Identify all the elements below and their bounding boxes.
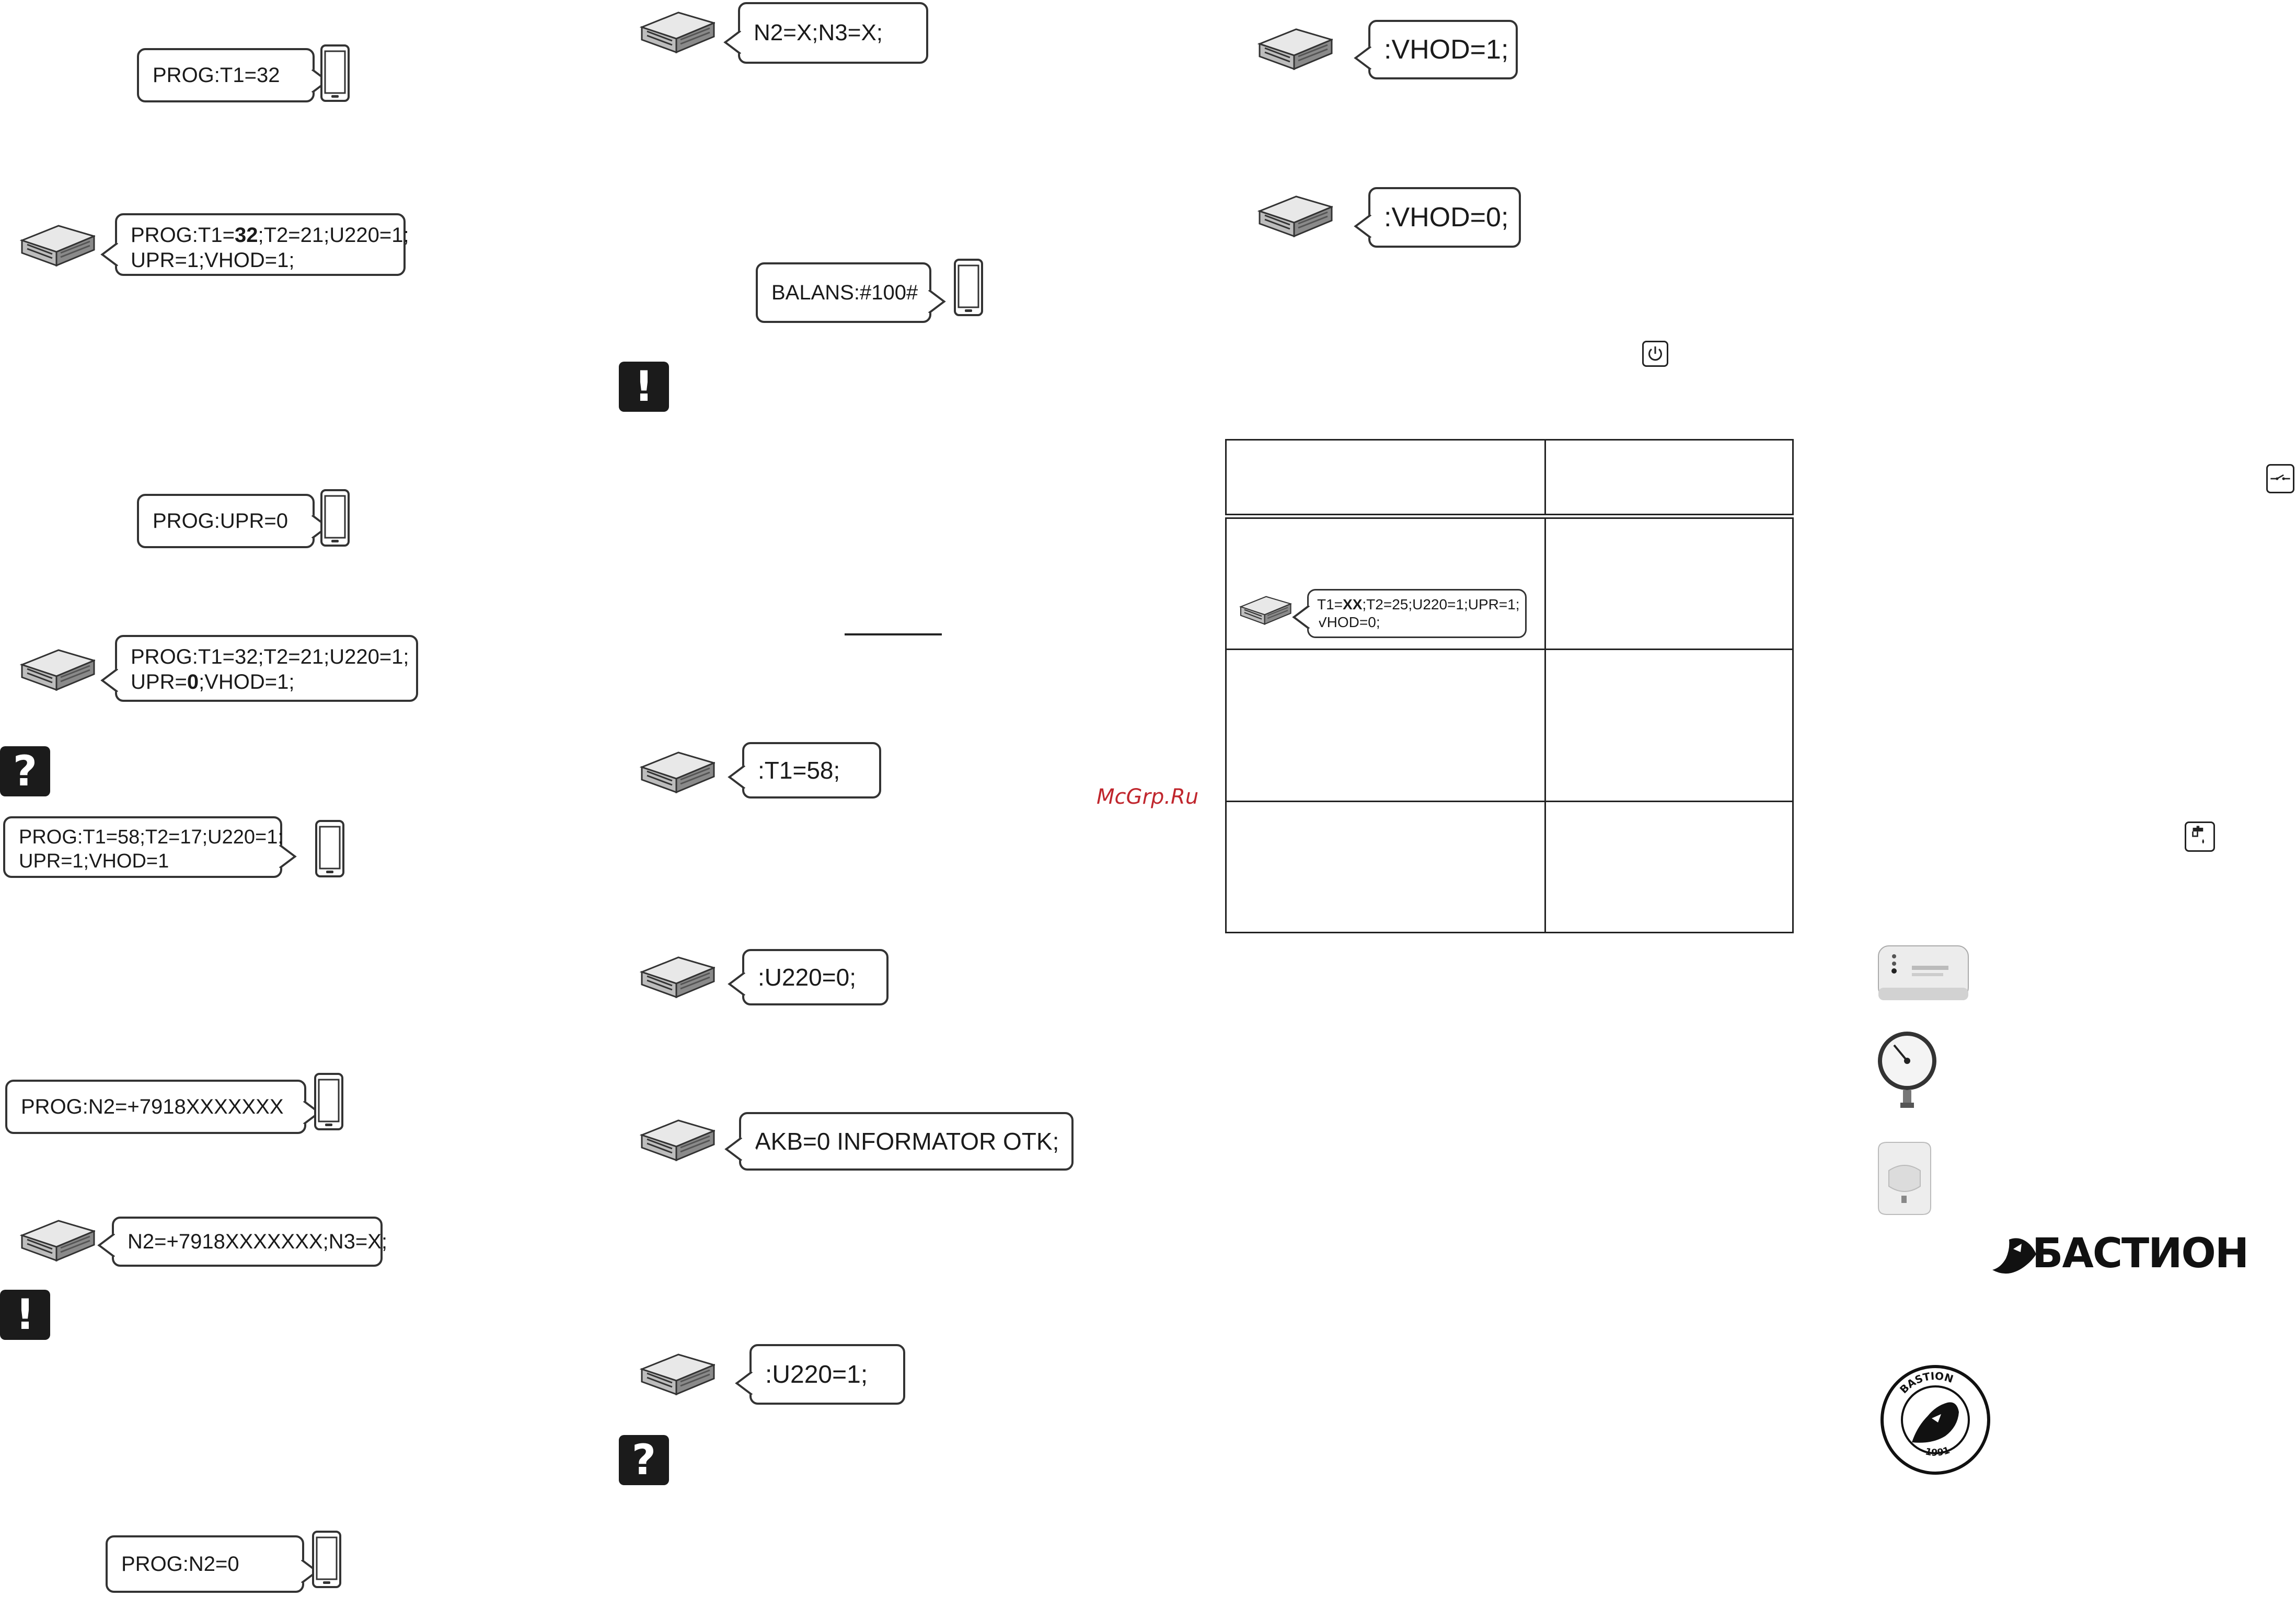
sms-bubble-device-reply: N2=+7918XXXXXXX;N3=X; [112,1217,387,1267]
gsm-module-image [1878,945,1969,1000]
phone-icon [320,489,350,547]
table-row: T1=XX;T2=25;U220=1;UPR=1; VHOD=0; [1225,514,1794,650]
gsm-device-icon [21,1220,95,1262]
alert-icon: ! [0,1290,50,1340]
sms-line: UPR=1;VHOD=1 [19,850,169,872]
sms-text: :VHOD=1; [1384,34,1509,65]
sms-text: AKB=0 INFORMATOR OTK; [755,1128,1059,1155]
table-row [1225,801,1794,933]
sms-text: :U220=0; [758,964,856,991]
pressure-gauge-image [1878,1032,1936,1108]
settings-table: T1=XX;T2=25;U220=1;UPR=1; VHOD=0; [1225,439,1794,933]
table-cell [1225,801,1547,933]
table-cell [1544,514,1794,650]
sms-text: PROG:UPR=0 [153,509,288,533]
sms-line: PROG:T1=32;T2=21;U220=1; [131,224,409,247]
sms-bubble-balans: BALANS:#100# [756,262,931,323]
sms-bubble-prog-upr: PROG:UPR=0 [137,494,315,548]
phone-icon [312,1531,341,1588]
sms-text: PROG:N2=0 [121,1552,239,1576]
phone-icon [314,1073,343,1130]
sms-line: PROG:T1=58;T2=17;U220=1; [19,826,283,848]
sms-bubble-device-reply: T1=XX;T2=25;U220=1;UPR=1; VHOD=0; [1307,589,1527,638]
sms-text: N2=X;N3=X; [754,20,883,45]
sms-bubble-device-reply: N2=X;N3=X; [738,2,928,64]
phone-icon [320,44,350,102]
sms-text: :U220=1; [765,1360,868,1388]
gsm-device-icon [641,1119,715,1161]
gsm-device-icon [641,956,715,998]
sms-bubble-device-reply: :T1=58; [742,742,881,798]
sms-bubble-device-reply: PROG:T1=32;T2=21;U220=1; UPR=1;VHOD=1; [115,213,409,276]
bastion-logo-text: БАСТИОН [2032,1230,2249,1277]
tap-icon [2185,821,2215,852]
sms-bubble-prog-n2-delete: PROG:N2=0 [106,1535,304,1593]
sms-bubble-device-reply: :VHOD=1; [1368,20,1518,79]
table-row [1225,649,1794,802]
table-cell [1544,649,1794,802]
sms-bubble-device-reply: PROG:T1=32;T2=21;U220=1; UPR=0;VHOD=1; [115,635,418,702]
gsm-device-icon [1240,596,1291,625]
power-icon [1642,341,1668,367]
gsm-device-icon [21,225,95,267]
sms-bubble-prog-n2: PROG:N2=+7918XXXXXXX [5,1080,306,1134]
sms-text: PROG:N2=+7918XXXXXXX [21,1095,284,1118]
question-icon: ? [619,1435,669,1485]
phone-icon [315,820,344,877]
question-icon: ? [0,746,50,796]
bastion-logo-icon [1992,1238,2036,1274]
alert-icon: ! [619,362,669,412]
gsm-device-icon [1259,28,1333,70]
underline-rule [845,633,942,635]
table-cell [1225,649,1547,802]
gsm-device-icon [1259,195,1333,237]
table-row [1225,439,1794,517]
motion-sensor-image [1878,1142,1931,1215]
sms-line: PROG:T1=32;T2=21;U220=1; [131,645,409,668]
phone-icon [954,259,983,316]
gsm-device-icon [641,11,715,53]
gsm-device-icon [641,1353,715,1395]
sms-text: N2=+7918XXXXXXX;N3=X; [128,1230,387,1253]
sms-bubble-prog-settings: PROG:T1=58;T2=17;U220=1; UPR=1;VHOD=1 [3,816,283,878]
sms-bubble-device-reply: :U220=1; [749,1344,905,1405]
sms-bubble-device-reply: :U220=0; [742,949,889,1005]
sms-text: :T1=58; [758,757,840,784]
sms-line: VHOD=0; [1317,614,1380,630]
sms-bubble-prog-t1: PROG:T1=32 [137,48,315,102]
gsm-device-icon [21,649,95,691]
sms-line: UPR=1;VHOD=1; [131,249,295,272]
bastion-seal-icon: BASTION 1991 [1880,1365,1990,1475]
sms-line: UPR=0;VHOD=1; [131,670,295,693]
table-cell: T1=XX;T2=25;U220=1;UPR=1; VHOD=0; [1225,514,1547,650]
gsm-device-icon [641,751,715,793]
sms-line: T1=XX;T2=25;U220=1;UPR=1; [1317,596,1520,612]
sms-bubble-device-reply: AKB=0 INFORMATOR OTK; [739,1112,1074,1171]
table-cell [1544,439,1794,517]
sms-text: BALANS:#100# [771,281,918,304]
sms-text: :VHOD=0; [1384,202,1509,233]
watermark: McGrp.Ru [1097,785,1199,809]
switch-icon [2266,464,2294,493]
table-cell [1225,439,1547,517]
sms-text: PROG:T1=32 [153,63,280,87]
table-cell [1544,801,1794,933]
sms-bubble-device-reply: :VHOD=0; [1368,187,1521,248]
